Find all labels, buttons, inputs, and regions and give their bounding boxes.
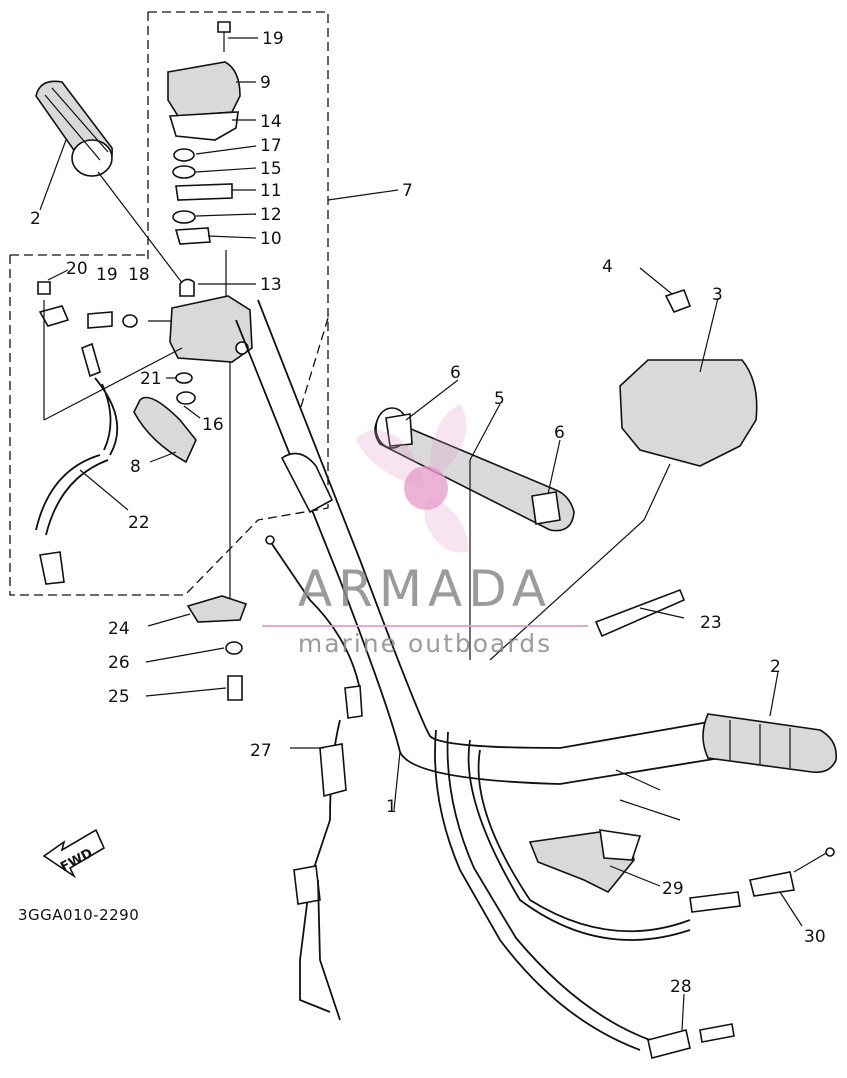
callout-17: 17: [260, 136, 282, 156]
callout-7: 7: [402, 181, 413, 201]
callout-labels: 19 9 14 17 15 11 12 10 13 7 2 20 19 18 2…: [30, 29, 826, 997]
watermark-tagline: marine outboards: [262, 625, 588, 658]
cable-tie: [594, 588, 686, 638]
callout-10: 10: [260, 229, 282, 249]
drawing-code: 3GGA010-2290: [18, 906, 139, 924]
callout-19-left: 19: [96, 265, 118, 285]
callout-30: 30: [804, 927, 826, 947]
callout-11: 11: [260, 181, 282, 201]
right-cables: [434, 729, 835, 1059]
callout-19: 19: [262, 29, 284, 49]
callout-23: 23: [700, 613, 722, 633]
callout-28: 28: [670, 977, 692, 997]
callout-4: 4: [602, 257, 613, 277]
callout-22: 22: [128, 513, 150, 533]
callout-25: 25: [108, 687, 130, 707]
lever-assembly-box: [9, 254, 259, 596]
callout-3: 3: [712, 285, 723, 305]
callout-20: 20: [66, 259, 88, 279]
callout-12: 12: [260, 205, 282, 225]
switch-assembly-box: [147, 11, 329, 521]
callout-2-left: 2: [30, 209, 41, 229]
callout-27: 27: [250, 741, 272, 761]
callout-24: 24: [108, 619, 130, 639]
lower-clamp: [186, 595, 248, 701]
switch-stack: [167, 21, 241, 297]
callout-6-right: 6: [554, 423, 565, 443]
handlebar: [235, 299, 721, 785]
throttle-cables: [265, 535, 363, 1021]
callout-13: 13: [260, 275, 282, 295]
callout-16: 16: [202, 415, 224, 435]
callout-8: 9: [260, 73, 271, 93]
watermark-propeller-icon: [356, 404, 469, 553]
leader-lines: [39, 37, 803, 1031]
forward-direction-marker: FWD: [42, 828, 106, 879]
lever-assembly: [35, 281, 197, 585]
right-switch-housing: [619, 288, 758, 467]
callout-5: 5: [494, 389, 505, 409]
callout-9: 8: [130, 457, 141, 477]
right-grip: [702, 713, 837, 774]
callout-18: 18: [128, 265, 150, 285]
right-lever: [528, 769, 681, 894]
callout-2-right: 2: [770, 657, 781, 677]
left-grip: [35, 80, 113, 177]
callout-15: 15: [260, 159, 282, 179]
callout-14: 14: [260, 112, 282, 132]
callout-26: 26: [108, 653, 130, 673]
callout-6-left: 6: [450, 363, 461, 383]
callout-29: 29: [662, 879, 684, 899]
watermark-brand: ARMADA: [297, 560, 553, 618]
callout-21: 21: [140, 369, 162, 389]
callout-1: 1: [386, 797, 397, 817]
